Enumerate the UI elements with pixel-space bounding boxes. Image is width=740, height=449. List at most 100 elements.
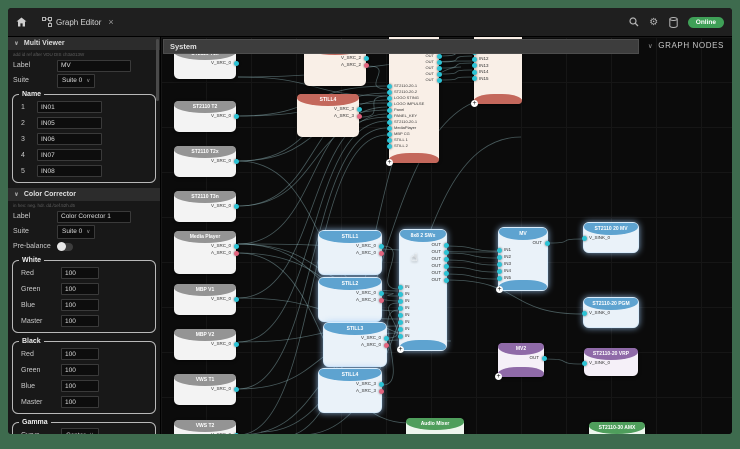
v-src-3-port[interactable]	[356, 107, 362, 112]
in-port[interactable]	[397, 320, 403, 325]
out-port[interactable]	[443, 271, 449, 276]
server-button[interactable]	[664, 16, 684, 28]
a-src-0-port[interactable]	[378, 298, 384, 303]
out-port[interactable]	[443, 278, 449, 283]
mv-label-input[interactable]	[57, 59, 131, 72]
v-src-0-port[interactable]	[378, 291, 384, 296]
in13-port[interactable]	[471, 63, 477, 69]
settings-button[interactable]: ⚙	[644, 17, 664, 28]
vws-t2-node[interactable]: VWS T2V_SRC_0	[174, 420, 239, 434]
st2110-20-1-port[interactable]	[386, 83, 392, 89]
name-1-input[interactable]	[37, 101, 102, 113]
out-port[interactable]	[436, 53, 442, 59]
status-badge[interactable]: Online	[687, 16, 724, 28]
add-port-button[interactable]: +	[495, 373, 502, 380]
in-port[interactable]	[397, 299, 403, 304]
a-src-3-port[interactable]	[356, 114, 362, 119]
mediaplayer-port[interactable]	[386, 125, 392, 131]
audio-mixer-node[interactable]: Audio Mixer	[406, 418, 464, 434]
a-src-0-port[interactable]	[383, 343, 389, 348]
search-button[interactable]	[624, 17, 644, 27]
in-port[interactable]	[397, 313, 403, 318]
black-master-input[interactable]	[61, 396, 99, 408]
cc-label-input[interactable]	[57, 210, 131, 223]
white-blue-input[interactable]	[61, 299, 99, 311]
out-port[interactable]	[436, 71, 442, 77]
panel-port[interactable]	[386, 107, 392, 113]
panel-key-port[interactable]	[386, 113, 392, 119]
st2110-30-amx-node[interactable]: ST2110-30 AMX	[589, 422, 645, 434]
v-sink-0-port[interactable]	[581, 311, 587, 316]
st2110-20-2-port[interactable]	[386, 89, 392, 95]
black-green-input[interactable]	[61, 364, 99, 376]
in5-port[interactable]	[496, 276, 502, 281]
out-port[interactable]	[436, 77, 442, 83]
v-sink-0-port[interactable]	[581, 361, 587, 366]
in-port[interactable]	[397, 285, 403, 290]
in1-port[interactable]	[496, 248, 502, 253]
out-port[interactable]	[443, 264, 449, 269]
name-4-input[interactable]	[37, 149, 102, 161]
name-2-input[interactable]	[37, 117, 102, 129]
tab-close-icon[interactable]: ×	[108, 17, 114, 27]
v-src-3-port[interactable]	[378, 382, 384, 387]
out-port[interactable]	[443, 250, 449, 255]
still-1-port[interactable]	[386, 137, 392, 143]
logo-impulse-port[interactable]	[386, 101, 392, 107]
out-port[interactable]	[544, 241, 550, 246]
section-header-multi-viewer[interactable]: ∨ Multi Viewer	[8, 37, 160, 50]
v-src-0-port[interactable]	[233, 61, 239, 66]
a-src-0-port[interactable]	[378, 251, 384, 256]
a-src-2-port[interactable]	[363, 63, 369, 68]
out-port[interactable]	[443, 257, 449, 262]
mv-suite-select[interactable]: Suite 0∨	[57, 73, 96, 88]
in14-port[interactable]	[471, 69, 477, 75]
v-sink-0-port[interactable]	[581, 236, 587, 241]
mbp-cg-port[interactable]	[386, 131, 392, 137]
section-header-color-corrector[interactable]: ∨ Color Corrector	[8, 188, 160, 201]
white-master-input[interactable]	[61, 315, 99, 327]
v-src-0-port[interactable]	[233, 297, 239, 302]
out-port[interactable]	[443, 243, 449, 248]
name-5-input[interactable]	[37, 165, 102, 177]
v-src-0-port[interactable]	[233, 244, 239, 249]
v-src-0-port[interactable]	[233, 342, 239, 347]
gamma-curve-select[interactable]: Center∨	[61, 428, 99, 434]
tab-graph-editor[interactable]: Graph Editor ×	[34, 8, 122, 36]
white-red-input[interactable]	[61, 267, 99, 279]
v-src-0-port[interactable]	[233, 114, 239, 119]
v-src-0-port[interactable]	[233, 387, 239, 392]
graph-nodes-header[interactable]: ∨ GRAPH NODES	[648, 41, 724, 50]
v-src-0-port[interactable]	[233, 159, 239, 164]
home-button[interactable]	[8, 17, 34, 27]
in-port[interactable]	[397, 292, 403, 297]
v-src-2-port[interactable]	[363, 56, 369, 61]
a-src-3-port[interactable]	[378, 389, 384, 394]
v-src-0-port[interactable]	[378, 244, 384, 249]
sidebar-scrollbar[interactable]	[156, 39, 159, 101]
a-src-0-port[interactable]	[233, 251, 239, 256]
v-src-0-port[interactable]	[233, 204, 239, 209]
name-3-input[interactable]	[37, 133, 102, 145]
add-port-button[interactable]: +	[397, 346, 404, 353]
out-port[interactable]	[541, 356, 547, 361]
out-port[interactable]	[436, 59, 442, 65]
out-port[interactable]	[436, 65, 442, 71]
in-port[interactable]	[397, 327, 403, 332]
cc-suite-select[interactable]: Suite 0∨	[57, 224, 96, 239]
black-red-input[interactable]	[61, 348, 99, 360]
